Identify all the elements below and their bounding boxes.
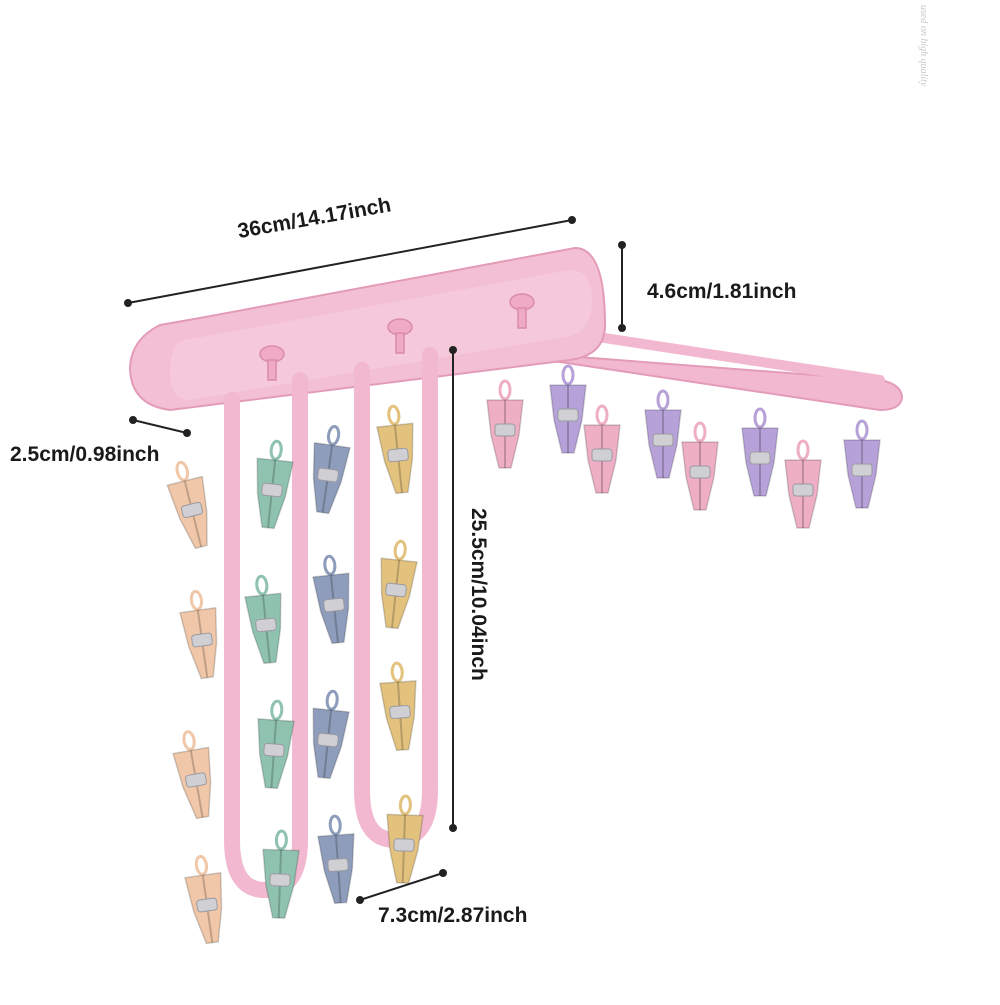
clothespin	[549, 364, 587, 454]
clothespin	[179, 589, 218, 680]
clothespin	[166, 460, 208, 550]
label-bar-height: 4.6cm/1.81inch	[647, 280, 797, 303]
dim-line-bar-depth	[132, 419, 188, 434]
rack-knob	[259, 345, 285, 381]
clothespin	[257, 699, 295, 790]
clothespin	[312, 689, 350, 780]
rack-knob	[387, 318, 413, 354]
label-bar-depth: 2.5cm/0.98inch	[10, 443, 160, 466]
clothespin	[244, 574, 282, 665]
dim-line-dot	[449, 824, 457, 832]
clothespin	[256, 439, 294, 530]
clothespin	[317, 814, 355, 905]
clothespin	[784, 439, 822, 529]
dim-line-dot	[129, 416, 137, 424]
dim-line-dot	[618, 241, 626, 249]
label-hanger-width: 7.3cm/2.87inch	[378, 904, 528, 927]
clothespin	[386, 794, 424, 884]
rack-knob	[509, 293, 535, 329]
dim-line-dot	[449, 346, 457, 354]
dim-line-dot	[568, 216, 576, 224]
label-hanger-length: 25.5cm/10.04inch	[467, 508, 490, 681]
clothespin	[312, 554, 350, 645]
dim-line-dot	[183, 429, 191, 437]
clothespin	[681, 421, 719, 511]
dim-line-dot	[124, 299, 132, 307]
dim-line-width	[127, 219, 573, 304]
dim-line-dot	[356, 896, 364, 904]
clothespin	[741, 407, 779, 497]
clothespin	[172, 730, 212, 820]
clip-group	[166, 364, 881, 945]
clothespin	[583, 404, 621, 494]
clothespin	[486, 379, 524, 469]
clothespin	[184, 854, 223, 945]
clothespin	[379, 661, 417, 752]
rack-extension-inner-bar	[547, 325, 885, 385]
clothespin	[312, 424, 351, 515]
dim-line-dot	[618, 324, 626, 332]
clothespin	[644, 389, 682, 479]
hanger-loop-left	[224, 372, 308, 899]
watermark-text: used on high quality	[918, 5, 929, 87]
clothespin	[380, 539, 418, 630]
clothespin	[262, 829, 300, 919]
rack-extension-arm	[485, 348, 904, 412]
clothespin	[843, 419, 881, 509]
clothespin	[376, 404, 414, 495]
dim-line-dot	[439, 869, 447, 877]
dim-line-hanger-width	[359, 872, 444, 901]
